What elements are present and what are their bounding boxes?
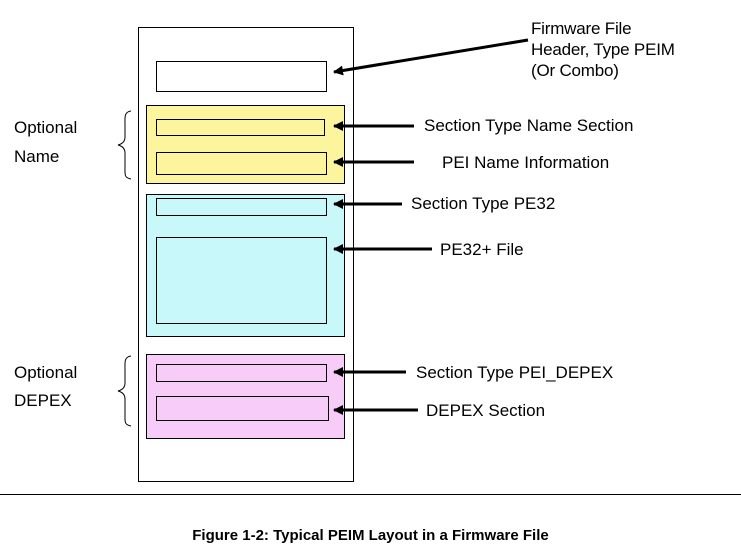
optional-depex-brace (117, 355, 132, 427)
section-type-pe32-label: Section Type PE32 (411, 194, 555, 213)
pei-name-information-label: PEI Name Information (442, 153, 609, 172)
optional-depex-label-line-2: DEPEX (14, 391, 72, 410)
pe32-file-label: PE32+ File (440, 240, 524, 259)
optional-depex-label-line-1: Optional (14, 363, 77, 382)
section-type-name-label: Section Type Name Section (424, 116, 633, 135)
section-type-pe32-box (156, 198, 327, 216)
optional-name-brace (117, 110, 132, 180)
pei-name-information-box (156, 152, 327, 175)
section-type-pei-depex-box (156, 364, 327, 382)
section-type-name-box (156, 119, 325, 136)
firmware-file-header-box (156, 61, 327, 92)
depex-section-box (156, 396, 329, 421)
diagram-canvas: Firmware File Header, Type PEIM (Or Comb… (14, 19, 675, 482)
optional-name-label-line-1: Optional (14, 118, 77, 137)
header-label-line-1: Firmware File (531, 19, 631, 38)
header-label-line-3: (Or Combo) (531, 61, 619, 80)
section-type-pei-depex-label: Section Type PEI_DEPEX (416, 363, 613, 382)
optional-name-label-line-2: Name (14, 147, 59, 166)
depex-section-label: DEPEX Section (426, 401, 545, 420)
header-label-line-2: Header, Type PEIM (531, 40, 675, 59)
figure-caption: Figure 1-2: Typical PEIM Layout in a Fir… (192, 527, 549, 544)
peim-layout-diagram: Firmware File Header, Type PEIM (Or Comb… (14, 19, 675, 482)
pe32-file-box (156, 237, 327, 324)
caption-divider (0, 494, 741, 495)
header-arrow (333, 38, 529, 76)
